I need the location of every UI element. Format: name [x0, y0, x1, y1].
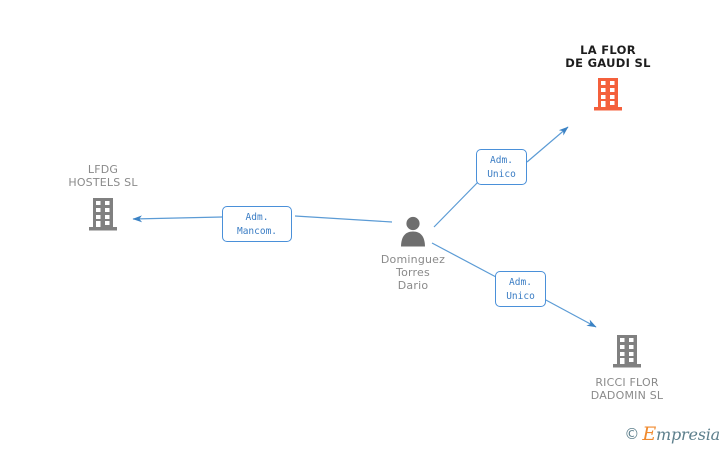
building-icon: [89, 198, 117, 231]
node-label-lfdg-hostels: LFDG HOSTELS SL: [68, 163, 138, 189]
copyright-icon: ©: [624, 425, 640, 443]
edge-label-adm-mancom-lfdg-hostels[interactable]: Adm. Mancom.: [222, 206, 292, 242]
node-dominguez-torres-dario[interactable]: Dominguez Torres Dario: [333, 215, 493, 292]
edge-label-adm-unico-la-flor-de-gaudi[interactable]: Adm. Unico: [476, 149, 527, 185]
node-ricci-flor-dadomin[interactable]: RICCI FLOR DADOMIN SL: [547, 333, 707, 402]
node-label-la-flor-de-gaudi: LA FLOR DE GAUDI SL: [565, 43, 651, 70]
building-icon: [594, 78, 622, 111]
empresia-brand-rest: mpresia: [656, 425, 720, 444]
node-lfdg-hostels[interactable]: LFDG HOSTELS SL: [23, 163, 183, 232]
node-label-dominguez-torres-dario: Dominguez Torres Dario: [380, 253, 446, 292]
person-icon: [401, 216, 425, 247]
node-label-ricci-flor-dadomin: RICCI FLOR DADOMIN SL: [590, 376, 664, 402]
node-la-flor-de-gaudi[interactable]: LA FLOR DE GAUDI SL: [528, 44, 688, 112]
edge-label-adm-unico-ricci-flor-dadomin[interactable]: Adm. Unico: [495, 271, 546, 307]
building-icon: [613, 335, 641, 368]
empresia-brand-text: Empresia: [642, 425, 720, 444]
empresia-brand-initial: E: [642, 423, 656, 445]
empresia-watermark: © Empresia: [624, 425, 720, 444]
